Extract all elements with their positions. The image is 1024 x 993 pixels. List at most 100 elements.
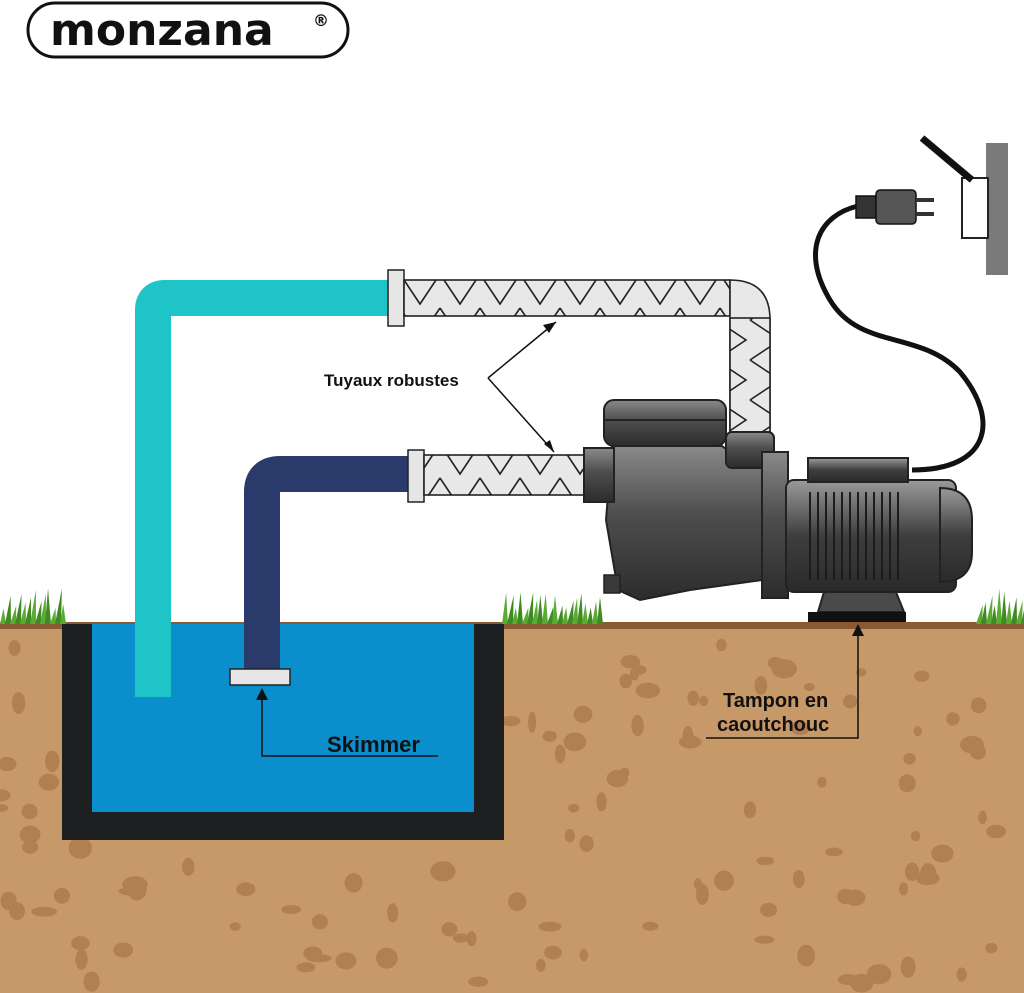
- annotation-rubber-pad: Tampon en caoutchouc: [706, 624, 864, 739]
- soil-spot: [619, 673, 632, 689]
- soil-spot: [528, 711, 537, 734]
- pump-motor: [785, 479, 957, 593]
- soil-spot: [793, 870, 805, 889]
- grass-blade: [1001, 591, 1007, 624]
- soil-spot: [53, 887, 71, 904]
- soil-spot: [452, 933, 469, 943]
- grass-blade: [577, 593, 583, 624]
- soil-spot: [387, 903, 399, 923]
- soil-spot: [8, 640, 21, 656]
- soil-spot: [335, 952, 357, 970]
- grass-blade: [1016, 600, 1023, 624]
- grass-blade: [15, 594, 22, 624]
- terminal-box: [807, 457, 909, 483]
- soil-spot: [985, 943, 998, 954]
- soil-spot: [21, 803, 38, 820]
- soil-spot: [311, 914, 328, 930]
- soil-spot: [296, 962, 316, 973]
- soil-spot: [845, 889, 866, 906]
- soil-spot: [714, 870, 734, 891]
- soil-spot: [910, 831, 921, 842]
- soil-spot: [915, 871, 940, 886]
- soil-spot: [579, 835, 594, 852]
- soil-spot: [466, 931, 477, 947]
- soil-spot: [986, 824, 1006, 839]
- soil-spot: [620, 655, 640, 669]
- soil-spot: [22, 840, 39, 854]
- grass-blade: [1011, 597, 1017, 624]
- hose-coupling: [407, 449, 425, 503]
- soil-spot: [75, 949, 88, 970]
- grass-blade: [25, 597, 32, 624]
- registered-mark: ®: [313, 11, 329, 30]
- soil-spot: [468, 976, 488, 987]
- soil-spot: [900, 956, 916, 978]
- grass-blade: [562, 607, 568, 624]
- hose-coupling: [387, 269, 405, 327]
- annotation-hoses: Tuyaux robustes: [324, 321, 557, 453]
- soil-spot: [790, 721, 810, 736]
- grass-blade: [527, 592, 534, 624]
- soil-spot: [344, 873, 363, 893]
- soil-spot: [564, 829, 575, 843]
- soil-spot: [825, 847, 843, 857]
- soil-spot: [306, 954, 332, 963]
- grass-tufts: [0, 588, 1024, 624]
- soil-spot: [837, 974, 860, 986]
- soil-spot: [903, 753, 916, 765]
- soil-spot: [0, 757, 17, 772]
- grass-blade: [537, 595, 543, 624]
- grass-blade: [582, 603, 588, 624]
- soil-spot: [122, 876, 148, 893]
- grass-blade: [542, 593, 548, 624]
- return-hose: [403, 279, 771, 441]
- soil-spot: [743, 801, 757, 819]
- brand-logo: monzana ®: [26, 1, 350, 59]
- strainer-housing: [604, 445, 763, 602]
- soil-spot: [38, 773, 59, 791]
- soil-spot: [699, 695, 709, 707]
- grass-blade: [517, 592, 523, 624]
- soil-spot: [68, 837, 92, 859]
- soil-spot: [898, 774, 916, 793]
- soil-spot: [563, 732, 587, 752]
- soil-spot: [904, 862, 920, 881]
- pool-pump: [583, 399, 973, 622]
- soil-spot: [573, 705, 593, 723]
- grass-blade: [50, 607, 56, 624]
- plug: [875, 189, 917, 225]
- grass-blade: [512, 607, 518, 624]
- power-cord: [812, 189, 986, 473]
- soil-spot: [687, 690, 699, 706]
- annotation-skimmer: Skimmer: [256, 688, 438, 757]
- soil-spot: [544, 945, 562, 960]
- grass-blade: [0, 608, 6, 624]
- soil-spot: [536, 958, 546, 972]
- label-pad-line1: Tampon en: [723, 690, 828, 712]
- grass-blade: [60, 604, 66, 624]
- soil-spot: [716, 638, 727, 652]
- grass-blade: [572, 597, 578, 624]
- grass-blade: [40, 594, 46, 624]
- soil-spot: [771, 659, 797, 679]
- suction-pipe: [229, 449, 425, 686]
- strainer-lid: [603, 399, 727, 447]
- soil-spot: [970, 697, 987, 714]
- grass-blade: [10, 605, 17, 624]
- soil-spot: [956, 967, 967, 982]
- rubber-pad: [808, 612, 906, 622]
- soil-spot: [11, 692, 26, 714]
- suction-hose: [423, 454, 591, 496]
- drain-plug: [603, 574, 621, 594]
- soil-spot: [236, 882, 256, 896]
- soil-spot: [441, 922, 458, 937]
- grass-blade: [986, 595, 993, 624]
- pump-inlet: [583, 447, 615, 503]
- soil-spot: [931, 844, 954, 863]
- soil-spot: [0, 789, 11, 802]
- soil-spot: [500, 716, 521, 727]
- soil-spot: [19, 825, 41, 844]
- grass-blade: [976, 604, 983, 624]
- grass-blade: [45, 588, 51, 624]
- grass-blade: [592, 601, 598, 624]
